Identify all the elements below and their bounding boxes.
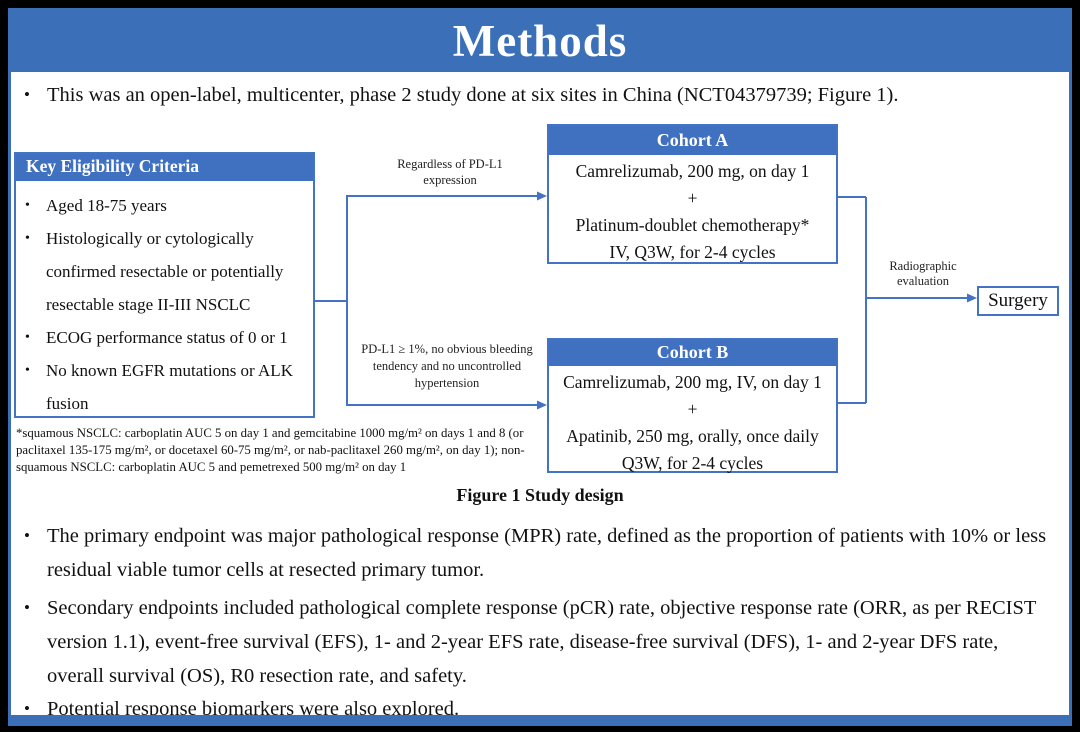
arrowhead-cohort-a — [537, 191, 547, 201]
cohort-b-line: + — [687, 399, 698, 419]
branch-label-pdl1-positive: PD-L1 ≥ 1%, no obvious bleeding tendency… — [361, 342, 533, 390]
surgery-box: Surgery — [977, 286, 1059, 316]
cohort-b-line: Camrelizumab, 200 mg, IV, on day 1 — [563, 372, 822, 392]
cohort-b-line: Apatinib, 250 mg, orally, once daily — [566, 426, 819, 446]
cohort-a-line: IV, Q3W, for 2-4 cycles — [609, 242, 776, 262]
cohort-a-body: Camrelizumab, 200 mg, on day 1 + Platinu… — [549, 155, 836, 266]
cohort-b-body: Camrelizumab, 200 mg, IV, on day 1 + Apa… — [549, 366, 836, 477]
arrowhead-cohort-b — [537, 400, 547, 410]
chemotherapy-footnote: *squamous NSCLC: carboplatin AUC 5 on da… — [16, 426, 525, 474]
eligibility-criteria-box: Key Eligibility Criteria Aged 18-75 year… — [14, 152, 315, 418]
page-title: Methods — [452, 16, 628, 66]
eligibility-item: Aged 18-75 years — [22, 189, 307, 222]
intro-bullet: This was an open-label, multicenter, pha… — [22, 80, 1057, 110]
study-design-connectors — [314, 191, 977, 410]
secondary-endpoints-bullet: Secondary endpoints included pathologica… — [22, 591, 1060, 693]
cohort-a-header: Cohort A — [549, 126, 836, 155]
cohort-a-line: + — [687, 188, 698, 208]
cohort-b-line: Q3W, for 2-4 cycles — [621, 453, 764, 473]
slide-title-bar: Methods — [8, 10, 1072, 72]
cohort-a-box: Cohort A Camrelizumab, 200 mg, on day 1 … — [547, 124, 838, 264]
eligibility-item: ECOG performance status of 0 or 1 — [22, 321, 307, 354]
eligibility-item: No known EGFR mutations or ALK fusion — [22, 354, 307, 420]
slide-bottom-bar — [8, 715, 1072, 726]
eligibility-criteria-body: Aged 18-75 years Histologically or cytol… — [16, 181, 313, 420]
cohort-a-line: Platinum-doublet chemotherapy* — [575, 215, 810, 235]
biomarkers-bullet: Potential response biomarkers were also … — [22, 692, 1057, 726]
cohort-a-line: Camrelizumab, 200 mg, on day 1 — [575, 161, 810, 181]
figure-caption: Figure 1 Study design — [456, 485, 624, 505]
eligibility-criteria-header: Key Eligibility Criteria — [16, 154, 313, 181]
radiographic-evaluation-label: Radiographic evaluation — [889, 259, 957, 288]
eligibility-item: Histologically or cytologically confirme… — [22, 222, 307, 321]
primary-endpoint-bullet: The primary endpoint was major pathologi… — [22, 519, 1057, 587]
branch-label-pdl1-regardless: Regardless of PD-L1 expression — [397, 157, 503, 187]
cohort-b-header: Cohort B — [549, 340, 836, 366]
cohort-b-box: Cohort B Camrelizumab, 200 mg, IV, on da… — [547, 338, 838, 473]
arrowhead-surgery — [967, 293, 977, 303]
